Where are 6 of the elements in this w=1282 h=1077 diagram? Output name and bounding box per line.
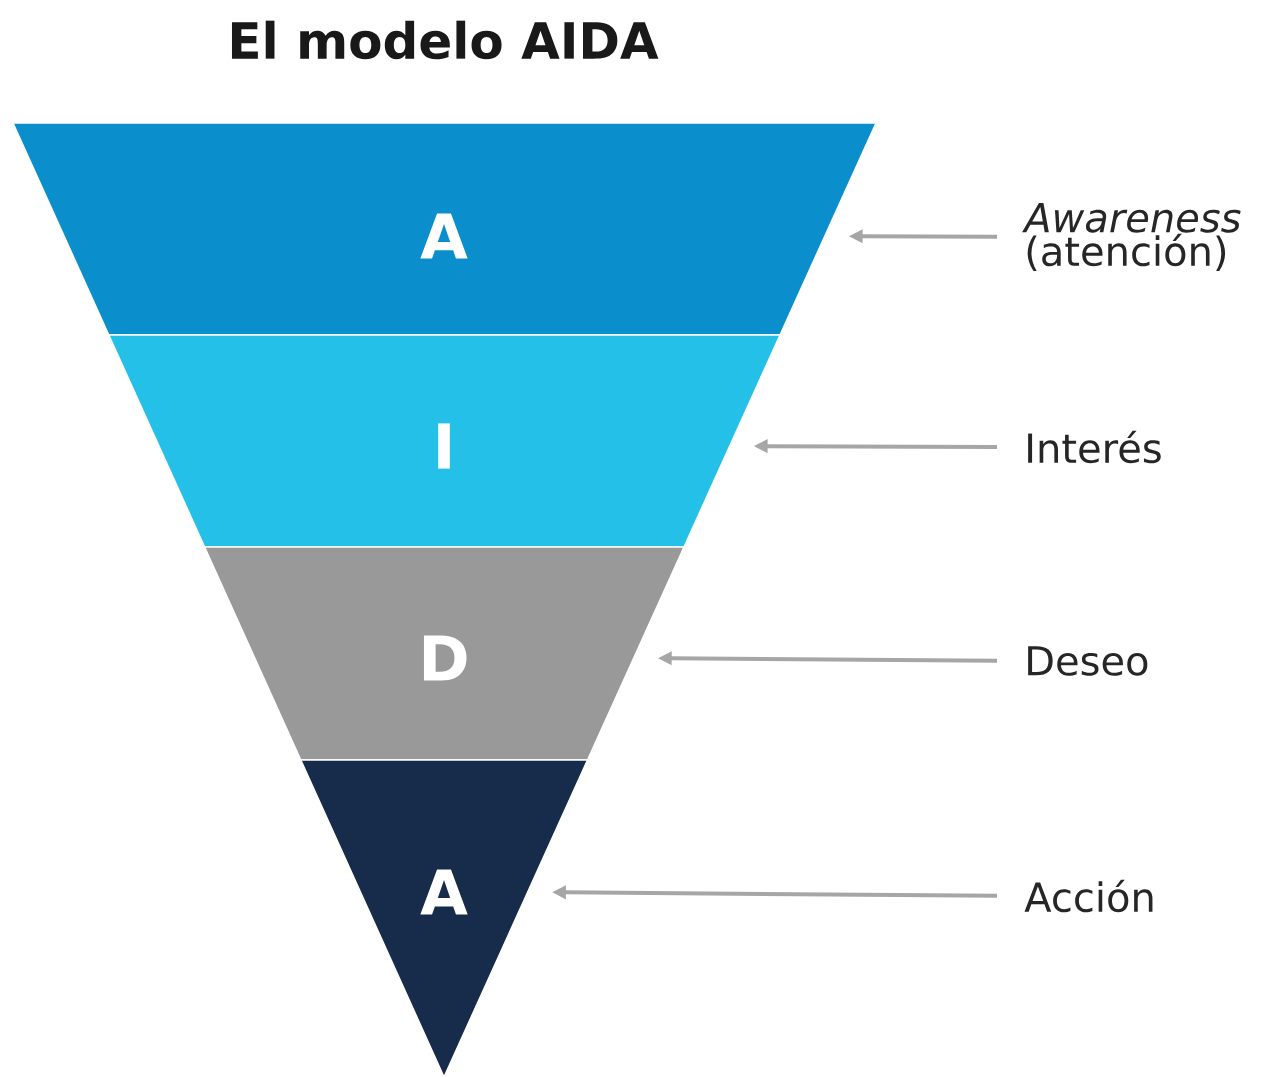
stage-label: Awareness (atención) — [1022, 203, 1241, 271]
stage-label: Deseo — [1028, 646, 1148, 676]
funnel-band: D — [203, 546, 686, 761]
stage-label: Acción — [1024, 879, 1153, 913]
title: El modelo AIDA — [231, 20, 659, 60]
stage-label: Interés — [1028, 430, 1161, 464]
